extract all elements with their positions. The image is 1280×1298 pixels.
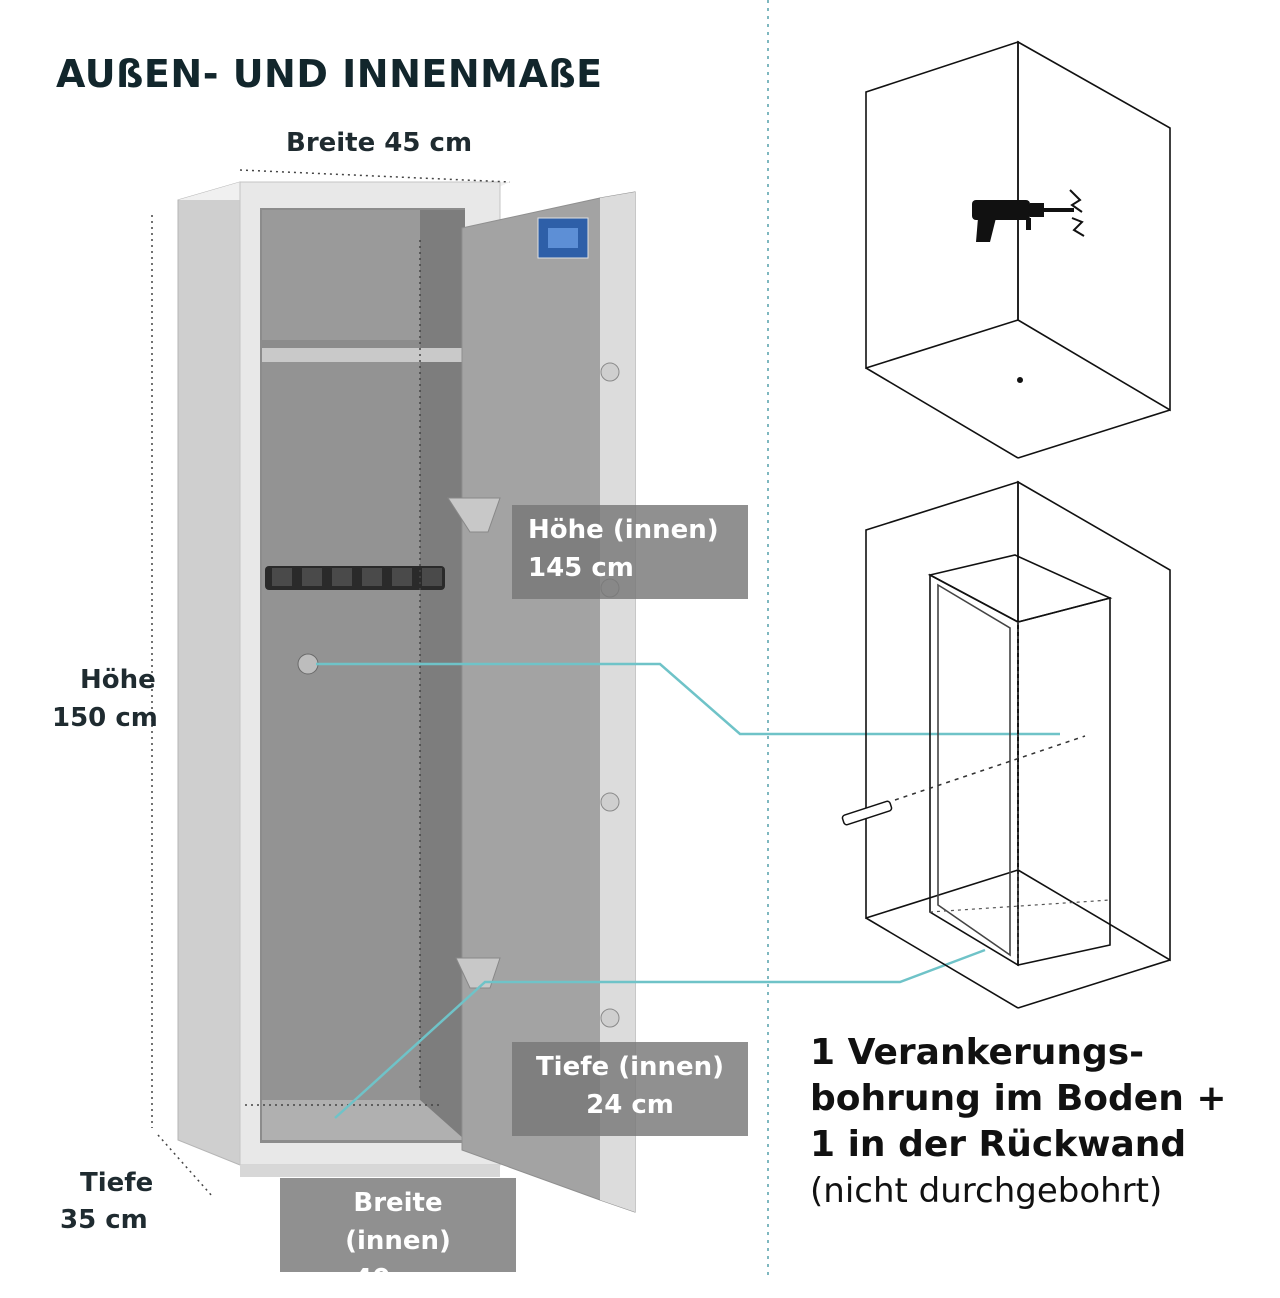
inner-width-box: Breite (innen) 40 cm — [280, 1178, 516, 1294]
inner-height-value: 145 cm — [528, 553, 634, 583]
wall-box-drill — [865, 40, 1171, 459]
inner-height-label: Höhe (innen) — [528, 515, 719, 545]
safe-anchoring-diagram — [865, 480, 1171, 1009]
inner-depth-box: Tiefe (innen) 24 cm — [512, 1042, 748, 1136]
anchor-bolt-icon — [841, 800, 893, 826]
inner-depth-label: Tiefe (innen) — [535, 1052, 725, 1082]
page-title: AUßEN- UND INNENMAßE — [56, 52, 603, 96]
outer-height-label-line2: 150 cm — [52, 703, 158, 733]
outer-height-label-line1: Höhe — [80, 665, 156, 695]
inner-width-label: Breite (innen) — [345, 1188, 451, 1256]
outer-depth-dim — [157, 1134, 213, 1197]
drill-icon — [972, 200, 1074, 242]
inner-depth-value: 24 cm — [586, 1090, 674, 1120]
outer-depth-label-line1: Tiefe — [80, 1168, 154, 1198]
outer-width-dim — [239, 169, 511, 183]
inner-width-value: 40 cm — [354, 1264, 442, 1294]
rear-anchor-connector — [316, 662, 1060, 736]
anchoring-line-2: bohrung im Boden + — [810, 1078, 1227, 1119]
gun-safe-illustration — [177, 181, 636, 1213]
floor-anchor-connector — [334, 948, 986, 1119]
outer-depth-label-line2: 35 cm — [60, 1205, 148, 1235]
outer-width-label: Breite 45 cm — [286, 128, 473, 158]
anchoring-line-1: 1 Verankerungs- — [810, 1032, 1145, 1073]
inner-height-box: Höhe (innen) 145 cm — [512, 505, 748, 599]
anchoring-line-3: 1 in der Rückwand — [810, 1124, 1187, 1165]
anchoring-line-4: (nicht durchgebohrt) — [810, 1171, 1163, 1211]
anchoring-info: 1 Verankerungs- bohrung im Boden + 1 in … — [810, 1030, 1227, 1214]
